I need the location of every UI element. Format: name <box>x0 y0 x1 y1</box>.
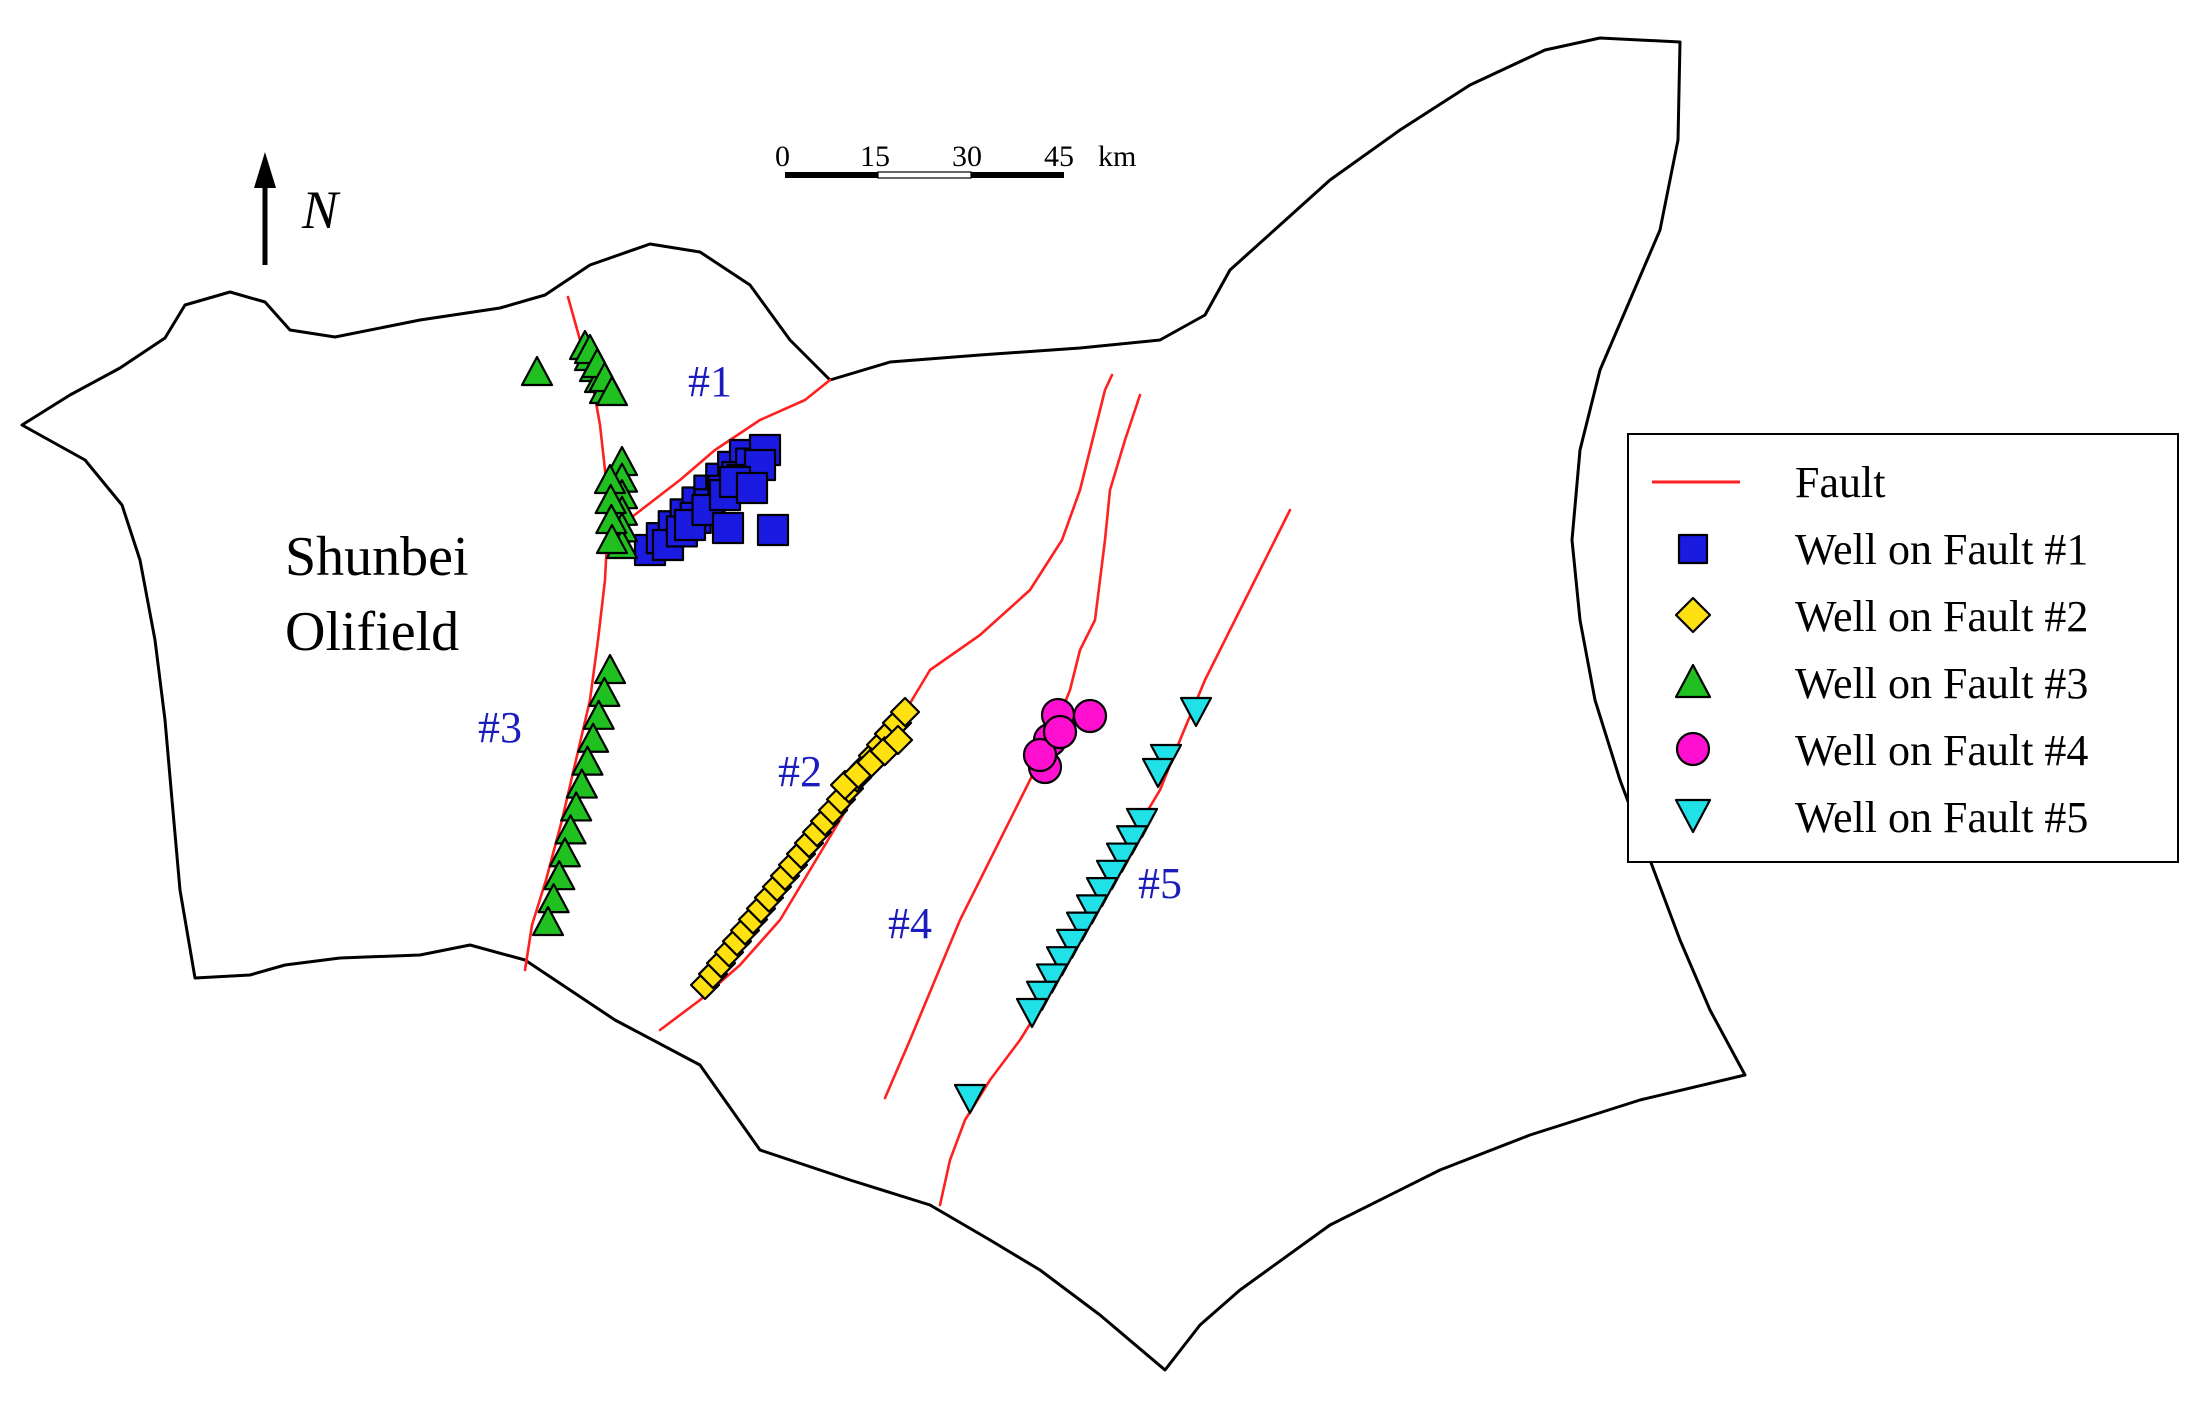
scale-bar-segment-1 <box>785 172 878 178</box>
legend-circle-icon <box>1675 731 1711 767</box>
legend-triangle-down-icon <box>1674 798 1712 834</box>
scale-unit: km <box>1098 140 1136 173</box>
fault-1-line <box>626 378 832 522</box>
well-marker-fault-5 <box>1085 876 1119 908</box>
scale-tick-15: 15 <box>860 140 890 173</box>
well-marker-fault-5 <box>1065 911 1099 942</box>
well-marker-fault-5 <box>1035 963 1069 994</box>
legend-label-fault-3: Well on Fault #3 <box>1795 659 2088 708</box>
wells-fault-1 <box>633 433 790 567</box>
legend-triangle-up-icon <box>1674 663 1712 699</box>
fault-label-5: #5 <box>1138 859 1182 908</box>
well-marker-fault-1 <box>735 471 769 505</box>
well-marker-fault-3 <box>571 745 604 776</box>
well-marker-fault-3 <box>588 676 621 708</box>
well-marker-fault-4 <box>1042 714 1078 750</box>
well-marker-fault-3 <box>576 722 610 753</box>
well-marker-fault-2 <box>889 696 921 728</box>
well-marker-fault-1 <box>756 513 790 547</box>
legend-label-fault-2: Well on Fault #2 <box>1795 592 2088 641</box>
well-marker-fault-5 <box>1015 997 1049 1029</box>
wells-fault-2 <box>689 696 921 1001</box>
well-marker-fault-3 <box>560 791 593 822</box>
fault-4-line <box>883 393 1142 1100</box>
wells-fault-4 <box>1022 697 1108 785</box>
well-marker-fault-3 <box>565 768 598 799</box>
well-marker-fault-4 <box>1072 698 1108 734</box>
fault-label-1: #1 <box>688 357 732 406</box>
scale-bar-segment-3 <box>971 172 1064 178</box>
wells-fault-3 <box>520 329 639 937</box>
legend-label-fault: Fault <box>1795 458 1885 507</box>
well-marker-fault-3 <box>548 837 582 868</box>
fault-label-3: #3 <box>478 703 522 752</box>
scale-bar: 0 15 30 45 km <box>775 140 1136 179</box>
legend-label-fault-1: Well on Fault #1 <box>1795 525 2088 574</box>
legend-square-icon <box>1677 533 1709 565</box>
fault-2-line <box>658 373 1114 1032</box>
well-marker-fault-3 <box>543 860 576 891</box>
well-marker-fault-5 <box>1095 859 1129 890</box>
well-marker-fault-3 <box>595 375 629 407</box>
well-marker-fault-5 <box>1125 807 1159 839</box>
legend-label-fault-5: Well on Fault #5 <box>1795 793 2088 842</box>
north-arrow-icon <box>254 152 276 188</box>
well-marker-fault-5 <box>1025 980 1059 1011</box>
well-marker-fault-5 <box>1179 696 1213 728</box>
scale-tick-30: 30 <box>952 140 982 173</box>
field-label-line-1: Shunbei <box>285 526 469 588</box>
well-marker-fault-2 <box>882 724 914 756</box>
well-marker-fault-5 <box>1075 894 1109 925</box>
fault-label-4: #4 <box>888 899 932 948</box>
fault-label-2: #2 <box>778 747 822 796</box>
well-marker-fault-3 <box>554 814 587 845</box>
well-marker-fault-5 <box>1141 757 1175 789</box>
well-marker-fault-5 <box>1105 842 1139 873</box>
legend: Fault Well on Fault #1 Well on Fault #2 … <box>1627 433 2179 863</box>
well-marker-fault-3 <box>582 699 615 730</box>
legend-box <box>1627 433 2179 863</box>
basin-outline <box>20 36 1747 1372</box>
well-marker-fault-3 <box>520 355 554 387</box>
well-marker-fault-1 <box>711 511 745 545</box>
well-marker-fault-5 <box>1115 825 1149 856</box>
north-label: N <box>301 180 341 240</box>
legend-diamond-icon <box>1674 596 1712 634</box>
scale-tick-45: 45 <box>1044 140 1074 173</box>
well-marker-fault-5 <box>1055 928 1089 960</box>
well-marker-fault-3 <box>531 905 565 937</box>
field-label-line-2: Olifield <box>285 601 459 663</box>
legend-label-fault-4: Well on Fault #4 <box>1795 726 2088 775</box>
well-marker-fault-3 <box>593 653 627 685</box>
north-arrow: N <box>254 152 341 265</box>
scale-tick-0: 0 <box>775 140 790 173</box>
well-marker-fault-3 <box>595 523 629 555</box>
well-marker-fault-5 <box>1045 946 1079 977</box>
well-marker-fault-3 <box>537 882 570 914</box>
wells-fault-5 <box>953 696 1213 1115</box>
well-marker-fault-4 <box>1022 737 1058 773</box>
well-marker-fault-5 <box>953 1083 987 1115</box>
